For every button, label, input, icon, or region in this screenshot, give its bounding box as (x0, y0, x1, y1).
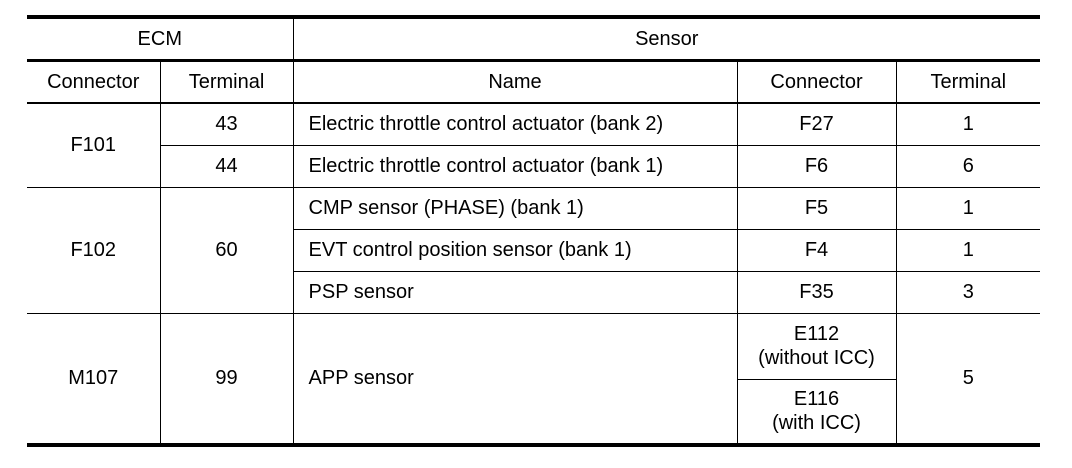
connector-id: E116 (793, 388, 840, 411)
sensor-connector-cell: F35 (736, 270, 897, 314)
sensor-name-cell: EVT control position sensor (bank 1) (293, 228, 738, 272)
table-row: M107 99 APP sensor E112 (without ICC) 5 (27, 312, 1041, 447)
header-sensor-connector: Connector (736, 59, 897, 104)
table-row: F102 60 CMP sensor (PHASE) (bank 1) F5 1 (27, 186, 1041, 314)
sensor-name-cell: APP sensor (292, 312, 738, 447)
sensor-connector-cell: F27 (736, 102, 897, 146)
header-ecm: ECM (27, 15, 294, 61)
connector-note: (with ICC) (772, 412, 861, 435)
table-header-row-group: ECM Sensor (27, 15, 1041, 61)
sensor-name-cell: Electric throttle control actuator (bank… (292, 144, 738, 188)
sensor-connector-cell: F5 (736, 186, 897, 230)
ecm-connector-cell: F101 (27, 102, 161, 188)
table-row: 44 Electric throttle control actuator (b… (27, 144, 1041, 188)
ecm-connector-cell: M107 (27, 312, 161, 447)
connector-note: (without ICC) (758, 347, 875, 369)
connector-id: E112 (793, 323, 840, 345)
sensor-terminal-cell: 1 (895, 228, 1041, 272)
table-header-row-columns: Connector Terminal Name Connector Termin… (27, 59, 1041, 104)
sensor-name-cell: PSP sensor (293, 270, 738, 314)
header-ecm-connector: Connector (27, 59, 161, 104)
table-row: E116 (with ICC) (27, 378, 1040, 447)
table-row: PSP sensor F35 3 (27, 270, 1041, 314)
sensor-terminal-cell: 1 (895, 102, 1041, 146)
table-row: EVT control position sensor (bank 1) F4 … (27, 228, 1041, 272)
sensor-name-cell: Electric throttle control actuator (bank… (292, 102, 738, 146)
header-ecm-terminal: Terminal (159, 59, 294, 104)
header-sensor-terminal: Terminal (895, 59, 1041, 104)
connector-variant: E116 (with ICC) (772, 387, 861, 435)
ecm-terminal-cell: 44 (160, 144, 294, 188)
sensor-terminal-cell: 6 (895, 144, 1041, 188)
sensor-connector-cell: E116 (with ICC) (737, 378, 897, 447)
sensor-terminal-cell: 1 (895, 186, 1041, 230)
connector-variant: E112 (without ICC) (758, 322, 875, 370)
table-row: F101 43 Electric throttle control actuat… (27, 102, 1041, 188)
header-sensor: Sensor (292, 15, 1041, 61)
ecm-terminal-cell: 99 (159, 312, 294, 447)
ecm-connector-cell: F102 (27, 186, 161, 314)
sensor-connector-cell: F4 (736, 228, 897, 272)
ecm-terminal-cell: 60 (159, 186, 294, 314)
header-sensor-name: Name (292, 59, 738, 104)
connector-table: ECM Sensor Connector Terminal Name Conne… (27, 15, 1041, 447)
sensor-terminal-cell: 5 (895, 312, 1041, 447)
sensor-connector-cell: E112 (without ICC) (736, 312, 897, 380)
ecm-terminal-cell: 43 (159, 102, 294, 146)
sensor-terminal-cell: 3 (895, 270, 1041, 314)
sensor-name-cell: CMP sensor (PHASE) (bank 1) (292, 186, 738, 230)
sensor-connector-cell: F6 (736, 144, 897, 188)
